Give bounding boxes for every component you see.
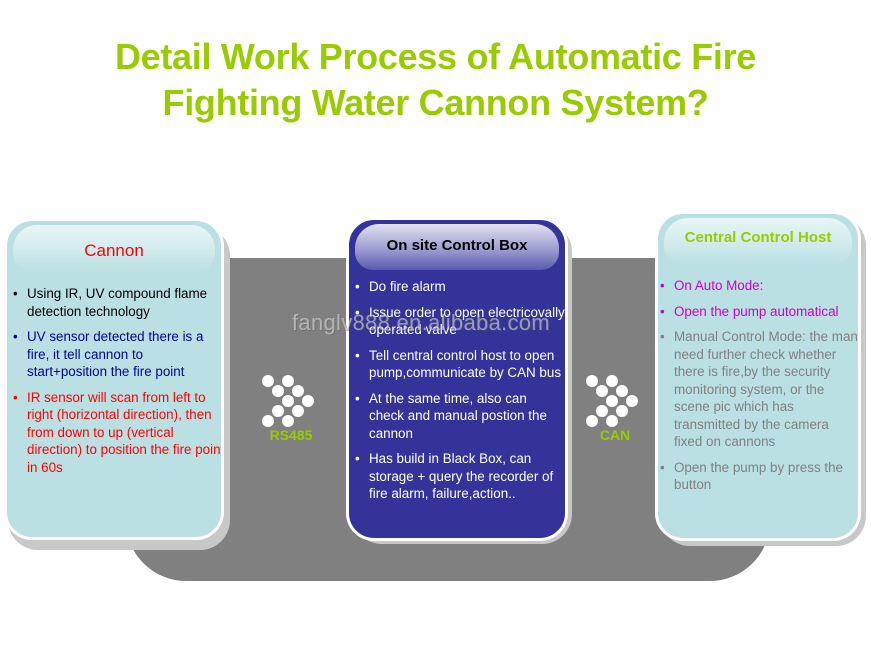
list-item-text: Manual Control Mode: the man need furthe… <box>674 329 858 449</box>
cannon-panel: Cannon • Using IR, UV compound flame det… <box>4 218 224 540</box>
bullet-icon: • <box>355 390 360 406</box>
bullet-icon: • <box>13 389 18 405</box>
bullet-icon: • <box>13 286 18 301</box>
dot <box>586 415 598 427</box>
dot <box>596 405 608 417</box>
list-item: • UV sensor detected there is a fire, it… <box>13 328 221 381</box>
dot <box>626 395 638 407</box>
dot <box>596 385 608 397</box>
control-box-panel-list: • Do fire alarm • Issue order to open el… <box>355 278 565 511</box>
list-item-text: Tell central control host to open pump,c… <box>369 347 562 381</box>
list-item: • Issue order to open electricovally ope… <box>355 304 565 339</box>
bullet-icon: • <box>660 459 665 475</box>
dot <box>292 385 304 397</box>
list-item-text: Issue order to open electricovally opera… <box>369 304 565 338</box>
bullet-icon: • <box>355 304 360 320</box>
list-item-text: Do fire alarm <box>369 279 446 294</box>
dot <box>302 395 314 407</box>
dot <box>292 405 304 417</box>
dot <box>262 375 274 387</box>
cannon-panel-header: Cannon <box>13 225 215 271</box>
bullet-icon: • <box>13 329 18 344</box>
title-line-2: Fighting Water Cannon System? <box>162 82 709 123</box>
dot <box>262 415 274 427</box>
can-label: CAN <box>599 427 631 443</box>
central-host-panel-header: Central Control Host <box>664 218 852 264</box>
list-item-text: UV sensor detected there is a fire, it t… <box>27 329 204 379</box>
list-item: • Has build in Black Box, can storage + … <box>355 450 565 503</box>
dot <box>272 405 284 417</box>
dot <box>616 405 628 417</box>
list-item-text: Open the pump by press the button <box>674 459 843 493</box>
list-item-text: Has build in Black Box, can storage + qu… <box>369 451 554 501</box>
list-item: • Using IR, UV compound flame detection … <box>13 285 221 320</box>
control-box-panel-header: On site Control Box <box>355 224 559 270</box>
list-item: • Tell central control host to open pump… <box>355 347 565 382</box>
list-item: • Open the pump by press the button <box>660 459 858 494</box>
list-item-text: Open the pump automatical <box>674 303 839 319</box>
dot <box>272 385 284 397</box>
cannon-panel-list: • Using IR, UV compound flame detection … <box>13 285 224 484</box>
list-item-text: At the same time, also can check and man… <box>369 390 547 441</box>
bullet-icon: • <box>355 451 360 466</box>
list-item: • Manual Control Mode: the man need furt… <box>660 328 858 451</box>
list-item-text: On Auto Mode: <box>674 278 764 293</box>
bullet-icon: • <box>660 278 665 293</box>
list-item: • At the same time, also can check and m… <box>355 390 565 443</box>
list-item-text: IR sensor will scan from left to right (… <box>27 389 224 475</box>
dot <box>282 415 294 427</box>
bullet-icon: • <box>660 329 665 344</box>
dot <box>282 395 294 407</box>
can-connector: CAN <box>580 373 650 453</box>
control-box-panel: On site Control Box • Do fire alarm • Is… <box>346 217 568 541</box>
dot <box>586 375 598 387</box>
dot <box>606 415 618 427</box>
dot <box>606 375 618 387</box>
list-item: • Open the pump automatical <box>660 303 858 321</box>
list-item: • On Auto Mode: <box>660 277 858 295</box>
list-item: • Do fire alarm <box>355 278 565 296</box>
list-item: • IR sensor will scan from left to right… <box>13 389 224 477</box>
list-item-text: Using IR, UV compound flame detection te… <box>27 286 208 319</box>
diagram-title: Detail Work Process of Automatic Fire Fi… <box>0 34 871 126</box>
rs485-label: RS485 <box>269 427 313 443</box>
central-host-panel: Central Control Host • On Auto Mode: • O… <box>655 211 861 541</box>
dot <box>606 395 618 407</box>
dot <box>616 385 628 397</box>
title-line-1: Detail Work Process of Automatic Fire <box>114 36 757 77</box>
bullet-icon: • <box>355 279 360 294</box>
bullet-icon: • <box>660 303 665 319</box>
dot <box>282 375 294 387</box>
bullet-icon: • <box>355 347 360 363</box>
central-host-panel-list: • On Auto Mode: • Open the pump automati… <box>660 277 858 502</box>
rs485-connector: RS485 <box>256 373 326 453</box>
